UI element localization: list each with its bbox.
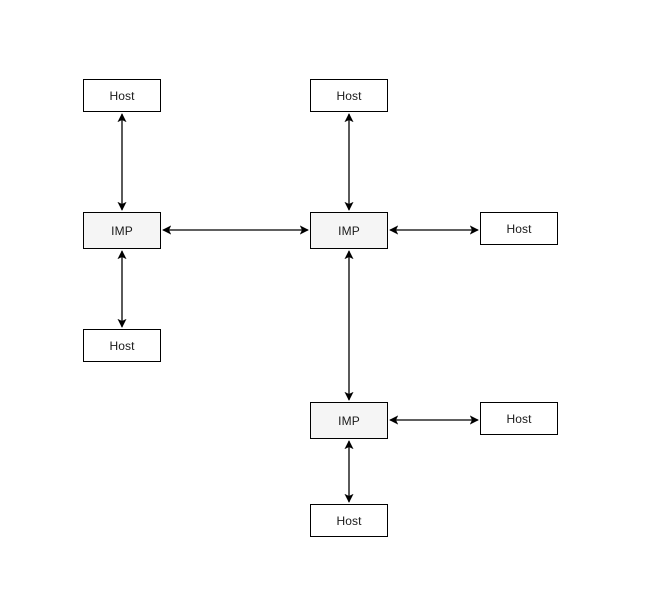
node-label: Host: [109, 338, 135, 353]
node-imp-middle[interactable]: IMP: [310, 212, 388, 249]
node-host-middle-right[interactable]: Host: [480, 212, 558, 245]
node-label: Host: [506, 221, 532, 236]
node-label: IMP: [338, 223, 360, 238]
node-label: Host: [336, 513, 362, 528]
node-label: Host: [506, 411, 532, 426]
node-host-top-left[interactable]: Host: [83, 79, 161, 112]
node-host-top-middle[interactable]: Host: [310, 79, 388, 112]
node-label: Host: [109, 88, 135, 103]
node-host-bottom-middle[interactable]: Host: [310, 504, 388, 537]
edges-group: [117, 113, 479, 503]
node-label: IMP: [111, 223, 133, 238]
node-host-bottom-right[interactable]: Host: [480, 402, 558, 435]
node-label: Host: [336, 88, 362, 103]
node-label: IMP: [338, 413, 360, 428]
node-host-bottom-left[interactable]: Host: [83, 329, 161, 362]
node-imp-left[interactable]: IMP: [83, 212, 161, 249]
node-imp-bottom[interactable]: IMP: [310, 402, 388, 439]
